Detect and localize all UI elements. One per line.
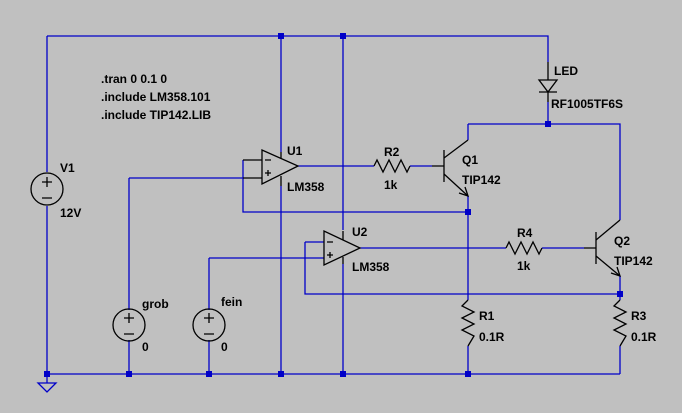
r4-ref-label: R4	[517, 226, 533, 240]
spice-directive-include-tip142[interactable]: .include TIP142.LIB	[101, 108, 211, 122]
q1-ref-label: Q1	[462, 153, 478, 167]
resistor-r3[interactable]	[612, 299, 628, 347]
resistor-r2[interactable]	[373, 158, 411, 174]
r1-value-label: 0.1R	[479, 330, 505, 344]
grob-value-label: 0	[142, 340, 149, 354]
wires	[46, 35, 621, 383]
transistor-q1[interactable]	[432, 139, 470, 198]
spice-directive-tran[interactable]: .tran 0 0.1 0	[101, 72, 167, 86]
q2-model-label: TIP142	[614, 254, 653, 268]
spice-directive-include-lm358[interactable]: .include LM358.101	[101, 90, 211, 104]
v1-value-label: 12V	[60, 206, 81, 220]
voltage-source-grob[interactable]	[112, 308, 146, 342]
q2-ref-label: Q2	[614, 234, 630, 248]
ground-icon	[36, 382, 58, 393]
r2-value-label: 1k	[384, 178, 398, 192]
u1-ref-label: U1	[287, 144, 303, 158]
opamp-u2[interactable]	[323, 229, 362, 267]
q1-model-label: TIP142	[462, 173, 501, 187]
junction-dots	[44, 33, 623, 377]
r3-ref-label: R3	[631, 309, 647, 323]
r1-ref-label: R1	[479, 309, 495, 323]
voltage-source-v1[interactable]	[30, 172, 64, 206]
r4-value-label: 1k	[517, 259, 531, 273]
u1-model-label: LM358	[287, 180, 325, 194]
led-model-label: RF1005TF6S	[551, 97, 623, 111]
fein-value-label: 0	[221, 340, 228, 354]
v1-ref-label: V1	[60, 161, 75, 175]
voltage-source-fein[interactable]	[192, 308, 226, 342]
led-diode[interactable]	[537, 62, 559, 102]
u2-ref-label: U2	[352, 225, 368, 239]
led-ref-label: LED	[554, 64, 578, 78]
r2-ref-label: R2	[384, 145, 400, 159]
opamp-u1[interactable]	[243, 148, 300, 186]
u2-model-label: LM358	[352, 260, 390, 274]
r3-value-label: 0.1R	[631, 330, 657, 344]
resistor-r4[interactable]	[505, 240, 543, 256]
grob-ref-label: grob	[142, 297, 169, 311]
resistor-r1[interactable]	[460, 299, 476, 347]
transistor-q2[interactable]	[584, 219, 622, 278]
fein-ref-label: fein	[221, 295, 242, 309]
